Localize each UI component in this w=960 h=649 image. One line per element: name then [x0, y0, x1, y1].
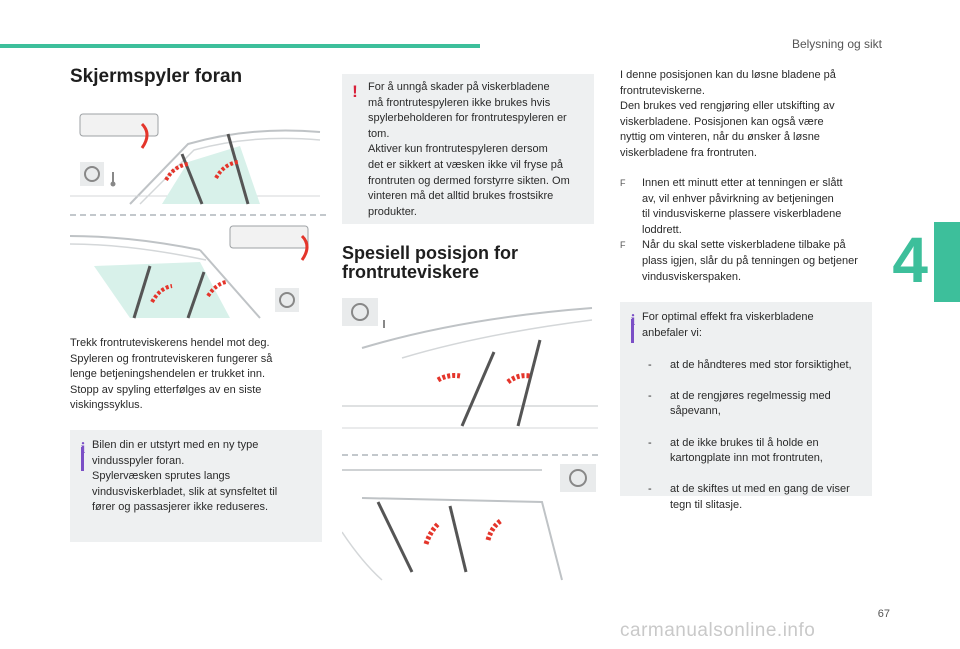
- illustration-divider-2: [342, 454, 598, 456]
- washer-instructions: Trekk frontruteviskerens hendel mot deg.…: [70, 337, 273, 412]
- illustration-wiper-wash-2: [70, 222, 326, 322]
- info-icon: i: [78, 440, 88, 471]
- bullet-arrow-icon: F: [620, 178, 626, 188]
- ignition-icon: [110, 172, 116, 187]
- chapter-header: Belysning og sikt: [791, 37, 882, 51]
- list-item: at de håndteres med stor forsiktighet,: [642, 358, 868, 374]
- watermark: carmanualsonline.info: [620, 620, 816, 641]
- info-box-new-washer: i Bilen din er utstyrt med en ny type vi…: [70, 430, 322, 542]
- warning-box-text: For å unngå skader på viskerbladene må f…: [368, 81, 570, 218]
- special-position-intro: I denne posisjonen kan du løsne bladene …: [620, 69, 836, 159]
- top-accent-bar: [0, 44, 480, 48]
- illustration-wipers-reset: [342, 462, 598, 582]
- recommendations-list: at de håndteres med stor forsiktighet, a…: [642, 342, 868, 529]
- page-number: 67: [877, 608, 890, 620]
- illustration-wiper-wash-1: [70, 104, 326, 206]
- info-icon: i: [628, 312, 638, 343]
- illustration-divider: [70, 214, 326, 216]
- step-item: F Innen ett minutt etter at tenningen er…: [620, 176, 882, 238]
- wiper-stalk-icon: [140, 122, 149, 149]
- list-item: at de ikke brukes til å holde en kartong…: [642, 436, 868, 467]
- warning-box: ! For å unngå skader på viskerbladene må…: [342, 74, 594, 224]
- step-text: Innen ett minutt etter at tenningen er s…: [642, 177, 843, 236]
- special-position-steps: F Innen ett minutt etter at tenningen er…: [620, 176, 882, 285]
- section-title-washer: Skjermspyler foran: [70, 66, 243, 87]
- info-box-recommendations: i For optimal effekt fra viskerbladene a…: [620, 302, 872, 511]
- steering-wheel-icon: [80, 162, 104, 186]
- step-text: Når du skal sette viskerbladene tilbake …: [642, 239, 858, 283]
- list-item: at de skiftes ut med en gang de viser te…: [642, 482, 868, 513]
- chapter-number: 4: [892, 224, 928, 296]
- list-item: at de rengjøres regelmessig med såpevann…: [642, 389, 868, 420]
- bullet-arrow-icon: F: [620, 240, 626, 251]
- info-box-text: Bilen din er utstyrt med en ny type vind…: [92, 439, 278, 514]
- step-item: F Når du skal sette viskerbladene tilbak…: [620, 238, 882, 285]
- section-title-special-position: Spesiell posisjon for frontruteviskere: [342, 243, 519, 282]
- recommendations-intro: For optimal effekt fra viskerbladene anb…: [642, 311, 814, 339]
- illustration-wipers-vertical: [342, 298, 598, 448]
- chapter-tab: [934, 222, 960, 302]
- warning-icon: !: [352, 82, 358, 101]
